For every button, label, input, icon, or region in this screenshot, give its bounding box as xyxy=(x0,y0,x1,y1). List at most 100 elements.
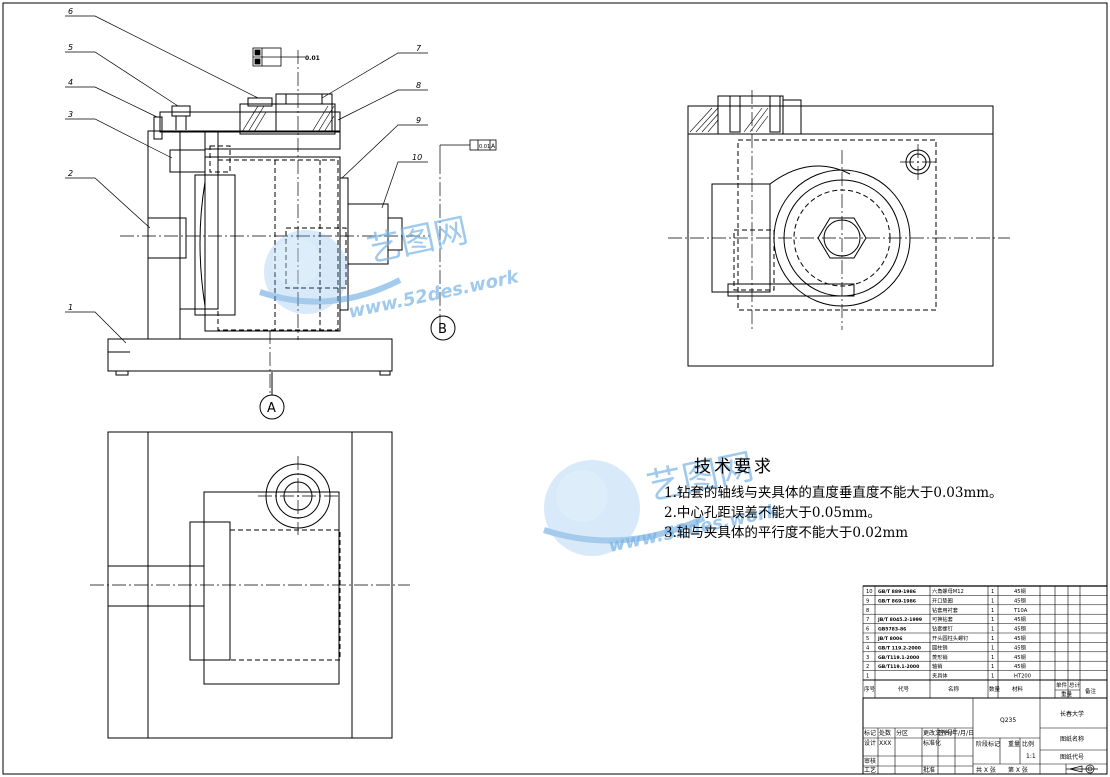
callout-9: 9 xyxy=(416,116,421,125)
bom-cell-name: 钻套螺钉 xyxy=(932,625,953,633)
tolerance-right-datum: A xyxy=(491,143,496,150)
bom-cell-qty: 1 xyxy=(991,674,994,680)
projection-symbol-icon xyxy=(1066,764,1098,774)
bom-cell-code: GB/T119.1-2000 xyxy=(878,655,919,661)
top-view xyxy=(90,431,410,739)
callout-8: 8 xyxy=(416,81,421,90)
bom-cell-name: 轴销 xyxy=(932,662,942,670)
bom-header-unit-weight: 单件 xyxy=(1056,681,1068,689)
tech-req-title: 技术要求 xyxy=(694,457,774,477)
tech-req-item-1: 1.钻套的轴线与夹具体的直度垂直度不能大于0.03mm。 xyxy=(664,485,1003,501)
bom-cell-qty: 1 xyxy=(991,589,994,595)
watermark-2 xyxy=(543,460,706,556)
drawing-name: 图纸名称 xyxy=(1060,735,1084,743)
bom-cell-name: 圆柱销 xyxy=(932,643,948,651)
approve-label: 批准 xyxy=(923,766,935,774)
bom-cell-qty: 1 xyxy=(991,627,994,633)
material-mark: Q235 xyxy=(1000,717,1016,724)
count-label: 处数 xyxy=(879,729,891,737)
bom-header-remark: 备注 xyxy=(1085,687,1097,695)
bom-header-material: 材料 xyxy=(1012,685,1024,693)
bom-header-total-weight: 总计 xyxy=(1069,681,1081,689)
bom-cell-code: JB/T 8045.2-1999 xyxy=(877,617,922,623)
bom-cell-code: JB/T 8006 xyxy=(877,636,902,642)
bom-header-no: 序号 xyxy=(864,685,876,693)
title-block-text: Q235 长春大学 图纸名称 图纸代号 阶段标记 重量 比例 1:1 共 X 张… xyxy=(864,710,1084,774)
bom-cell-code: GB/T 869-1986 xyxy=(878,598,916,604)
bom-cell-material: 45钢 xyxy=(1014,643,1026,651)
process-label: 工艺 xyxy=(864,766,876,774)
bom-cell-material: 45钢 xyxy=(1014,615,1026,623)
bom-cell-material: 45钢 xyxy=(1014,596,1026,604)
bom-cell-no: 9 xyxy=(866,598,869,604)
bom-cell-qty: 1 xyxy=(991,664,994,670)
callout-labels: 6 5 4 3 2 1 7 8 9 10 xyxy=(68,7,422,312)
bom-cell-qty: 1 xyxy=(991,636,994,642)
sign-date-label: 签名/年/月/日 xyxy=(938,729,974,737)
section-label-a: A xyxy=(267,401,276,416)
watermark-brand-1: 艺图网 xyxy=(364,210,472,270)
bom-cell-no: 2 xyxy=(866,664,869,670)
callout-10: 10 xyxy=(412,153,422,162)
stage-mark-label: 阶段标记 xyxy=(976,740,1000,748)
bom-cell-no: 3 xyxy=(866,655,869,661)
bom-header-name: 名称 xyxy=(948,685,960,693)
designer-name: XXX xyxy=(879,740,891,747)
bom-cell-material: 45钢 xyxy=(1014,587,1026,595)
bom-cell-material: 45钢 xyxy=(1014,662,1026,670)
tolerance-frame-right xyxy=(469,139,497,151)
bom-cell-qty: 1 xyxy=(991,598,994,604)
bom-header-qty: 数量 xyxy=(989,685,1001,693)
bom-cell-material: HT200 xyxy=(1014,674,1031,680)
callout-4: 4 xyxy=(68,78,73,87)
drawing-code: 图纸代号 xyxy=(1060,753,1084,761)
bom-cell-name: 可换钻套 xyxy=(932,615,954,623)
bom-cell-qty: 1 xyxy=(991,655,994,661)
bom-cell-name: 开头圆柱头螺钉 xyxy=(932,634,968,642)
bom-cell-no: 4 xyxy=(866,645,870,651)
section-label-b: B xyxy=(438,322,447,337)
side-view xyxy=(668,90,1010,367)
bom-cell-name: 夹具体 xyxy=(932,672,948,680)
tech-req-item-2: 2.中心孔距误差不能大于0.05mm。 xyxy=(664,505,881,521)
sheet-number: 第 X 张 xyxy=(1008,766,1028,774)
bom-cell-qty: 1 xyxy=(991,608,994,614)
bom-cell-no: 5 xyxy=(866,636,869,642)
design-label: 设计 xyxy=(864,739,876,747)
tolerance-right-value: 0.01 xyxy=(479,144,490,150)
bom-cell-no: 7 xyxy=(866,617,869,623)
bom-cell-material: 45钢 xyxy=(1014,653,1026,661)
bom-cell-no: 8 xyxy=(866,608,869,614)
bom-cell-material: T10A xyxy=(1013,608,1028,614)
callout-5: 5 xyxy=(68,43,73,52)
bom-cell-name: 菱形销 xyxy=(932,653,948,661)
sheet-count: 共 X 张 xyxy=(976,766,996,774)
bom-cell-code: GB/T 889-1986 xyxy=(878,589,916,595)
front-view xyxy=(65,15,470,420)
university-name: 长春大学 xyxy=(1060,710,1084,718)
standardize-label: 标准化 xyxy=(923,739,941,747)
bom-cell-name: 钻套用衬套 xyxy=(932,606,959,614)
bom-cell-code: GB/T119.1-2000 xyxy=(878,664,919,670)
review-label: 审核 xyxy=(864,757,876,765)
bom-cell-name: 六角螺母M12 xyxy=(932,587,964,595)
zone-label: 分区 xyxy=(896,729,908,737)
bom-header-weight: 重量 xyxy=(1061,690,1073,698)
watermark-1 xyxy=(259,230,402,314)
bom-cell-code: GB/T 119.2-2000 xyxy=(878,645,921,651)
scale-value: 1:1 xyxy=(1026,753,1036,760)
bom-cell-name: 开口垫圈 xyxy=(932,596,953,604)
tolerance-top-value: 0.01 xyxy=(305,55,320,62)
bom-header: 序号 代号 名称 数量 材料 单件 总计 重量 备注 xyxy=(864,681,1097,698)
tolerance-frame-top xyxy=(252,47,305,67)
bom-cell-no: 6 xyxy=(866,627,869,633)
callout-7: 7 xyxy=(416,44,422,53)
change-doc-label: 更改文件号 xyxy=(923,729,953,737)
callout-6: 6 xyxy=(68,7,73,16)
mark-label: 标记 xyxy=(864,729,876,737)
bom-cell-qty: 1 xyxy=(991,645,994,651)
callout-2: 2 xyxy=(68,169,73,178)
